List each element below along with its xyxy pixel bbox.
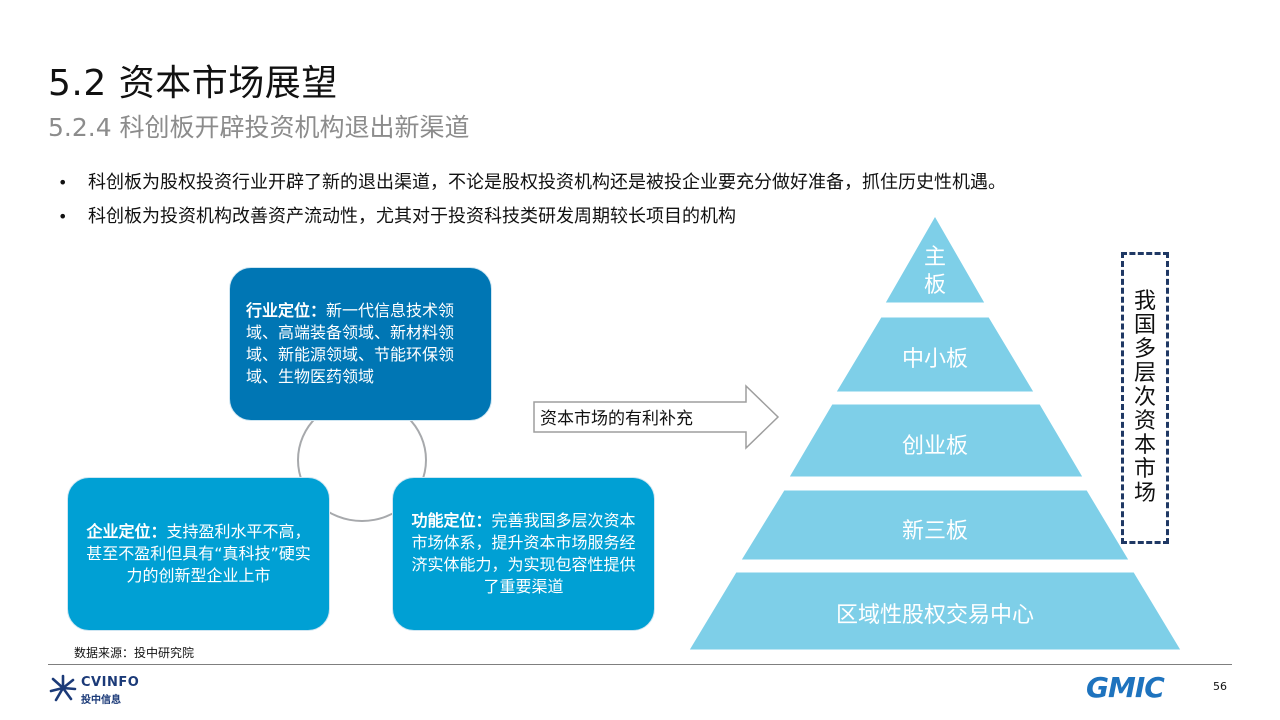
data-source: 数据来源：投中研究院 xyxy=(74,646,195,660)
bullet-item: 科创板为投资机构改善资产流动性，尤其对于投资科技类研发周期较长项目的机构 xyxy=(58,200,1238,234)
pyramid-label-regional: 区域性股权交易中心 xyxy=(835,603,1034,628)
function-position-body: 完善我国多层次资本市场体系，提升资本市场服务经济实体能力，为实现包容性提供了重要… xyxy=(411,511,636,596)
footer-divider xyxy=(48,664,1232,665)
page-title: 5.2 资本市场展望 xyxy=(48,63,338,104)
pyramid-label-neeq: 新三板 xyxy=(901,519,968,544)
side-label-frame xyxy=(1121,252,1169,544)
pyramid-label-chinext: 创业板 xyxy=(901,434,968,459)
function-position-box: 功能定位：完善我国多层次资本市场体系，提升资本市场服务经济实体能力，为实现包容性… xyxy=(392,477,655,631)
enterprise-position-heading: 企业定位： xyxy=(86,522,167,541)
pyramid-label-sme-board: 中小板 xyxy=(901,347,968,372)
pyramid-label-main-board: 主板 xyxy=(923,245,946,298)
arrow-label: 资本市场的有利补充 xyxy=(540,409,693,429)
enterprise-position-text: 企业定位：支持盈利水平不高，甚至不盈利但具有“真科技”硬实力的创新型企业上市 xyxy=(84,521,313,587)
enterprise-position-box: 企业定位：支持盈利水平不高，甚至不盈利但具有“真科技”硬实力的创新型企业上市 xyxy=(67,477,330,631)
bullet-list: 科创板为股权投资行业开辟了新的退出渠道，不论是股权投资机构还是被投企业要充分做好… xyxy=(58,166,1238,234)
function-position-heading: 功能定位： xyxy=(411,511,492,530)
page-subtitle: 5.2.4 科创板开辟投资机构退出新渠道 xyxy=(48,113,470,142)
industry-position-body: 新一代信息技术领域、高端装备领域、新材料领域、新能源领域、节能环保领域、生物医药… xyxy=(246,301,455,386)
right-arrow-icon xyxy=(533,384,780,450)
gmic-logo: GMIC xyxy=(1086,671,1165,704)
function-position-text: 功能定位：完善我国多层次资本市场体系，提升资本市场服务经济实体能力，为实现包容性… xyxy=(409,510,638,598)
industry-position-heading: 行业定位： xyxy=(246,301,327,320)
cvinfo-logo-icon xyxy=(49,674,77,702)
industry-position-box: 行业定位：新一代信息技术领域、高端装备领域、新材料领域、新能源领域、节能环保领域… xyxy=(229,267,492,421)
side-label: 我国多层次资本市场 xyxy=(1133,289,1156,506)
logo-left-line2: 投中信息 xyxy=(81,695,121,706)
page-number: 56 xyxy=(1213,680,1227,693)
logo-left-line1: CVINFO xyxy=(81,675,140,690)
enterprise-position-body: 支持盈利水平不高，甚至不盈利但具有“真科技”硬实力的创新型企业上市 xyxy=(86,522,311,585)
industry-position-text: 行业定位：新一代信息技术领域、高端装备领域、新材料领域、新能源领域、节能环保领域… xyxy=(246,300,475,388)
bullet-item: 科创板为股权投资行业开辟了新的退出渠道，不论是股权投资机构还是被投企业要充分做好… xyxy=(58,166,1238,200)
